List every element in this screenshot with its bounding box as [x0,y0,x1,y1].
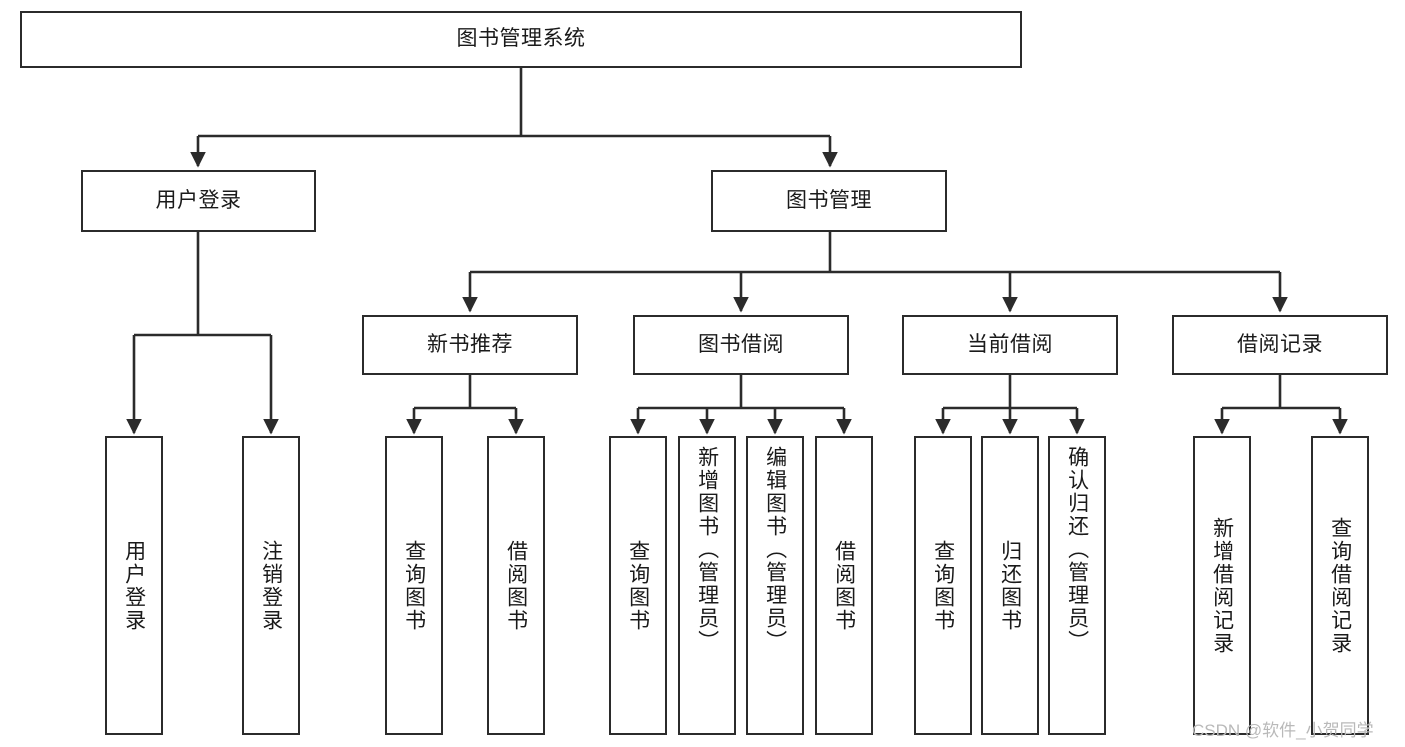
node-book-manage[interactable]: 图书管理 [711,170,947,232]
node-leaf-add-borrow-record[interactable]: 新增借阅记录 [1193,436,1251,735]
node-user-login-label: 用户登录 [155,188,242,212]
node-leaf-user-login-label: 用户登录 [122,539,146,632]
node-leaf-query-book-3-label: 查询图书 [931,539,955,632]
node-current-borrow-label: 当前借阅 [967,332,1053,356]
node-leaf-logout-login-label: 注销登录 [259,539,283,632]
node-leaf-add-book-label: 新增图书（管理员） [695,446,719,653]
node-leaf-query-book-2-label: 查询图书 [626,539,650,632]
node-current-borrow[interactable]: 当前借阅 [902,315,1118,375]
node-leaf-borrow-book-1[interactable]: 借阅图书 [487,436,545,735]
node-leaf-add-book[interactable]: 新增图书（管理员） [678,436,736,735]
node-book-borrow[interactable]: 图书借阅 [633,315,849,375]
node-book-manage-label: 图书管理 [786,188,872,212]
node-leaf-confirm-return-label: 确认归还（管理员） [1065,446,1089,653]
node-leaf-borrow-book-2-label: 借阅图书 [832,539,856,632]
node-user-login[interactable]: 用户登录 [81,170,316,232]
node-leaf-user-login[interactable]: 用户登录 [105,436,163,735]
node-leaf-borrow-book-1-label: 借阅图书 [504,539,528,632]
node-leaf-query-book-1-label: 查询图书 [402,539,426,632]
node-leaf-return-book-label: 归还图书 [998,539,1022,632]
node-leaf-logout-login[interactable]: 注销登录 [242,436,300,735]
node-leaf-query-book-1[interactable]: 查询图书 [385,436,443,735]
node-leaf-query-book-3[interactable]: 查询图书 [914,436,972,735]
node-borrow-record-label: 借阅记录 [1237,332,1323,356]
node-leaf-edit-book[interactable]: 编辑图书（管理员） [746,436,804,735]
node-leaf-confirm-return[interactable]: 确认归还（管理员） [1048,436,1106,735]
node-leaf-edit-book-label: 编辑图书（管理员） [763,446,787,653]
node-root-label: 图书管理系统 [456,27,586,51]
node-leaf-borrow-book-2[interactable]: 借阅图书 [815,436,873,735]
node-leaf-query-book-2[interactable]: 查询图书 [609,436,667,735]
node-leaf-query-borrow-record-label: 查询借阅记录 [1328,516,1352,655]
node-leaf-return-book[interactable]: 归还图书 [981,436,1039,735]
node-book-borrow-label: 图书借阅 [698,332,784,356]
node-new-book-recommend-label: 新书推荐 [427,332,513,356]
node-root[interactable]: 图书管理系统 [20,11,1022,68]
node-borrow-record[interactable]: 借阅记录 [1172,315,1388,375]
node-leaf-add-borrow-record-label: 新增借阅记录 [1210,516,1234,655]
csdn-watermark: CSDN @软件_小贺同学 [1192,721,1374,740]
node-new-book-recommend[interactable]: 新书推荐 [362,315,578,375]
node-leaf-query-borrow-record[interactable]: 查询借阅记录 [1311,436,1369,735]
